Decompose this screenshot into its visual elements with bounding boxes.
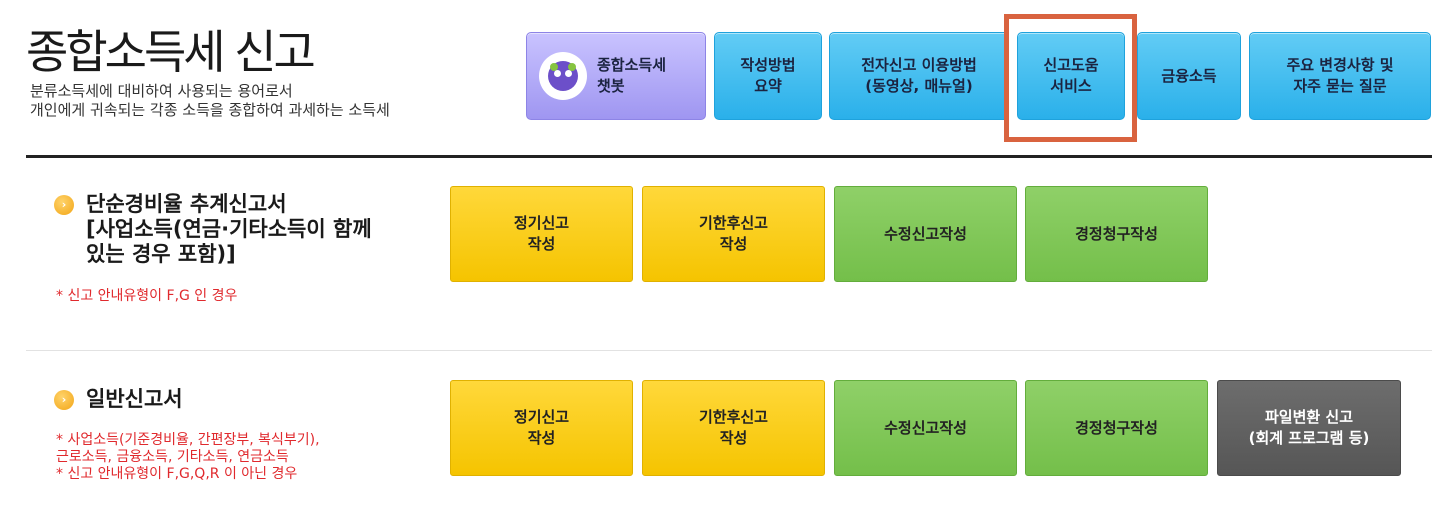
chatbot-button[interactable]: 종합소득세 챗봇: [526, 32, 706, 120]
simple-late-filing-button[interactable]: 기한후신고 작성: [642, 186, 825, 282]
general-return-note: * 사업소득(기준경비율, 간편장부, 복식부기), 근로소득, 금융소득, 기…: [56, 432, 320, 482]
filing-summary-button[interactable]: 작성방법 요약: [714, 32, 822, 120]
highlight-box: [1004, 14, 1137, 142]
financial-income-button[interactable]: 금융소득: [1137, 32, 1241, 120]
subtitle-line-2: 개인에게 귀속되는 각종 소득을 종합하여 과세하는 소득세: [30, 101, 390, 119]
general-return-title: 일반신고서: [86, 387, 183, 411]
page-title: 종합소득세 신고: [26, 25, 316, 79]
general-refund-claim-button[interactable]: 경정청구작성: [1025, 380, 1208, 476]
robot-mascot-icon: [539, 52, 587, 100]
file-convert-filing-button[interactable]: 파일변환 신고 (회계 프로그램 등): [1217, 380, 1401, 476]
subtitle-line-1: 분류소득세에 대비하여 사용되는 용어로서: [30, 82, 293, 100]
page-subtitle: 분류소득세에 대비하여 사용되는 용어로서 개인에게 귀속되는 각종 소득을 종…: [30, 82, 390, 120]
orange-circle-arrow-icon: ›: [54, 390, 74, 410]
chatbot-button-label: 종합소득세 챗봇: [597, 56, 667, 95]
simple-amend-filing-button[interactable]: 수정신고작성: [834, 186, 1017, 282]
section-divider: [26, 350, 1432, 351]
simple-regular-filing-button[interactable]: 정기신고 작성: [450, 186, 633, 282]
orange-circle-arrow-icon: ›: [54, 195, 74, 215]
simple-return-note: * 신고 안내유형이 F,G 인 경우: [56, 288, 238, 304]
general-late-filing-button[interactable]: 기한후신고 작성: [642, 380, 825, 476]
e-filing-guide-button[interactable]: 전자신고 이용방법 (동영상, 매뉴얼): [829, 32, 1009, 120]
simple-return-title: 단순경비율 추계신고서 [사업소득(연금·기타소득이 함께 있는 경우 포함)]: [86, 192, 372, 266]
general-regular-filing-button[interactable]: 정기신고 작성: [450, 380, 633, 476]
header-divider: [26, 155, 1432, 158]
filing-help-service-button[interactable]: 신고도움 서비스: [1017, 32, 1125, 120]
general-amend-filing-button[interactable]: 수정신고작성: [834, 380, 1017, 476]
faq-button[interactable]: 주요 변경사항 및 자주 묻는 질문: [1249, 32, 1431, 120]
simple-refund-claim-button[interactable]: 경정청구작성: [1025, 186, 1208, 282]
